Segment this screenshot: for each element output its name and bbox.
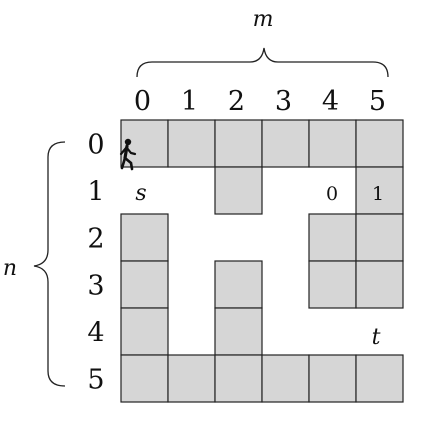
row-number-3: 3: [87, 271, 104, 302]
top-brace: [136, 47, 389, 78]
row-number-0: 0: [87, 130, 104, 161]
column-number-3: 3: [275, 86, 292, 117]
target-label: t: [372, 325, 381, 350]
grid-cell-5-5: [355, 354, 404, 403]
grid-cell-2-4: [308, 213, 357, 262]
grid-cell-3-2: [214, 260, 263, 309]
grid-cell-0-5: [355, 119, 404, 168]
grid-cell-3-0: [120, 260, 169, 309]
grid-cell-5-4: [308, 354, 357, 403]
grid-cell-4-0: [120, 307, 169, 356]
column-number-5: 5: [369, 86, 386, 117]
row-number-4: 4: [87, 318, 104, 349]
grid-cell-2-0: [120, 213, 169, 262]
row-number-5: 5: [87, 365, 104, 396]
column-number-1: 1: [181, 86, 198, 117]
grid-cell-3-5: [355, 260, 404, 309]
grid-cell-1-5: [355, 166, 404, 215]
grid-cell-3-4: [308, 260, 357, 309]
row-number-2: 2: [87, 224, 104, 255]
grid-cell-4-2: [214, 307, 263, 356]
grid-cell-0-4: [308, 119, 357, 168]
grid-cell-5-0: [120, 354, 169, 403]
row-number-1: 1: [87, 177, 104, 208]
row-numbers: 0 1 2 3 4 5: [87, 130, 104, 396]
grid-cell-2-5: [355, 213, 404, 262]
column-number-2: 2: [228, 86, 245, 117]
grid-cell-0-2: [214, 119, 263, 168]
grid-cell-5-2: [214, 354, 263, 403]
grid-cell-5-3: [261, 354, 310, 403]
column-number-0: 0: [134, 86, 151, 117]
start-label: s: [135, 181, 146, 206]
blocked-cells: [120, 119, 404, 403]
cell-1-4-value: 0: [326, 183, 338, 205]
left-brace: [33, 141, 66, 387]
n-label: n: [3, 256, 17, 281]
grid-cell-0-3: [261, 119, 310, 168]
column-number-4: 4: [322, 86, 339, 117]
walking-person-icon: [119, 138, 137, 171]
grid-cell-0-1: [167, 119, 216, 168]
cell-1-5-value: 1: [372, 183, 384, 205]
grid-cell-5-1: [167, 354, 216, 403]
grid-cell-1-2: [214, 166, 263, 215]
m-label: m: [253, 7, 274, 32]
